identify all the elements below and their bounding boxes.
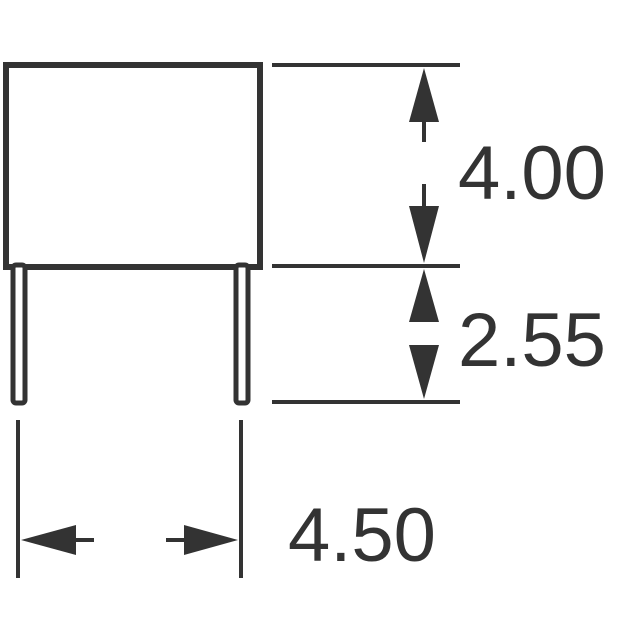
lead-length-dimension-label: 2.55 bbox=[458, 298, 606, 383]
right-lead bbox=[233, 262, 251, 406]
left-lead bbox=[10, 262, 28, 406]
arrow-down-icon bbox=[409, 345, 439, 399]
height-dimension-label: 4.00 bbox=[458, 131, 606, 216]
arrow-up-icon bbox=[409, 68, 439, 122]
height-dimension-arrows bbox=[409, 68, 439, 263]
spacing-dimension-label: 4.50 bbox=[288, 493, 436, 578]
arrow-down-icon bbox=[409, 206, 439, 263]
lead-length-dimension-arrows bbox=[409, 269, 439, 399]
arrow-up-icon bbox=[409, 269, 439, 322]
component-body-outline bbox=[3, 62, 263, 270]
arrow-right-icon bbox=[184, 525, 238, 555]
spacing-dimension-arrows bbox=[21, 525, 238, 555]
arrow-left-icon bbox=[21, 525, 76, 555]
